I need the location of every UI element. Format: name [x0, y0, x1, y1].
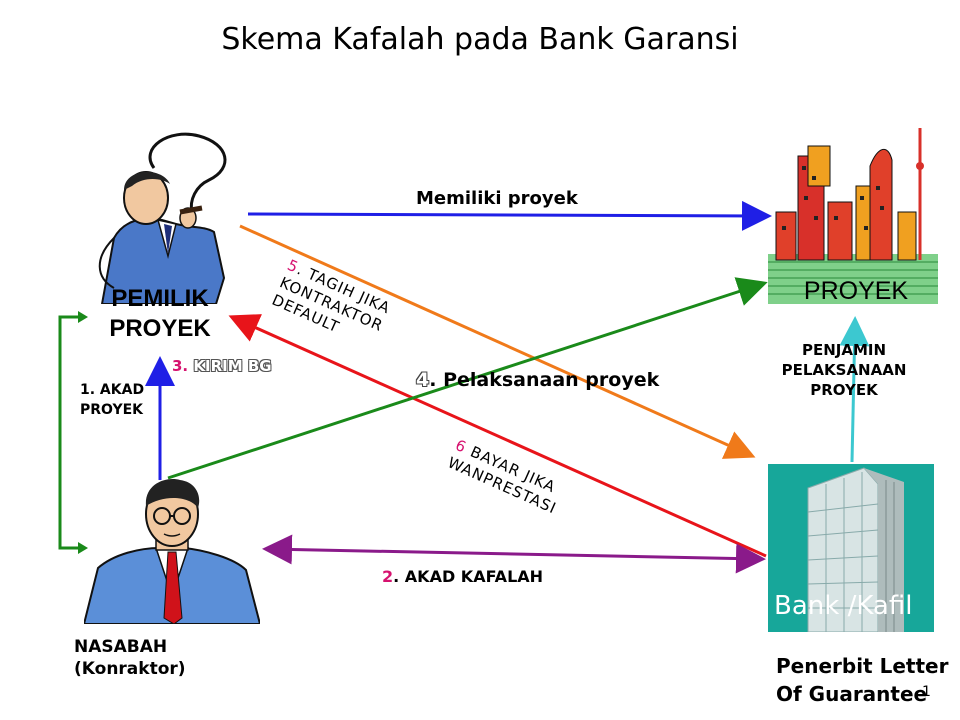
label-penjamin-line1: PENJAMIN	[801, 341, 887, 359]
client-label-line1: NASABAH	[74, 637, 168, 657]
label-pelaksanaan: 4. Pelaksanaan proyek	[416, 370, 659, 391]
client-illustration	[84, 479, 260, 624]
label-kirim-bg-text: KIRIM BG	[188, 357, 272, 375]
arrow-tagih	[239, 224, 756, 459]
bank-label: Bank /Kafil	[774, 591, 913, 621]
arrow-memiliki-proyek	[247, 200, 772, 231]
label-penjamin: PENJAMIN PELAKSANAAN PROYEK	[770, 340, 918, 400]
project-illustration	[768, 128, 938, 304]
bank-illustration	[768, 464, 934, 632]
label-akad-kafalah-text: . AKAD KAFALAH	[393, 567, 544, 586]
arrow-pelaksanaan	[167, 277, 768, 480]
diagram-title: Skema Kafalah pada Bank Garansi	[221, 22, 739, 57]
client-label-line2: (Konraktor)	[74, 659, 186, 679]
owner-label-line2: PROYEK	[109, 315, 211, 342]
arrow-akad-proyek	[58, 315, 82, 550]
arrow-bayar	[228, 314, 767, 558]
client-label: NASABAH (Konraktor)	[74, 636, 186, 680]
label-pelaksanaan-number: 4	[416, 369, 430, 391]
label-akad-proyek-line1: 1. AKAD	[80, 382, 145, 398]
label-penjamin-line2: PELAKSANAAN	[781, 361, 907, 379]
label-penjamin-line3: PROYEK	[810, 381, 878, 399]
bank-caption-line1: Penerbit Letter	[776, 654, 949, 678]
owner-label-line1: PEMILIK	[111, 285, 209, 312]
label-pelaksanaan-text: . Pelaksanaan proyek	[429, 369, 660, 391]
bank-caption-line2: Of Guarantee	[776, 682, 928, 706]
bank-caption: Penerbit Letter Of Guarantee	[776, 652, 948, 708]
owner-illustration	[98, 132, 227, 304]
arrow-akad-kafalah	[262, 534, 766, 574]
owner-label: PEMILIK PROYEK	[90, 284, 230, 344]
label-kirim-bg: 3. KIRIM BG	[172, 356, 272, 377]
label-memiliki-proyek: Memiliki proyek	[416, 188, 578, 209]
label-akad-kafalah: 2. AKAD KAFALAH	[382, 566, 543, 587]
label-akad-kafalah-number: 2	[382, 567, 394, 586]
label-akad-proyek-line2: PROYEK	[80, 402, 143, 418]
label-akad-proyek: 1. AKAD PROYEK	[80, 380, 144, 420]
label-kirim-bg-number: 3.	[172, 357, 189, 375]
page-number: 1	[922, 684, 931, 700]
project-label: PROYEK	[803, 277, 909, 305]
arrow-penjamin	[839, 316, 870, 463]
